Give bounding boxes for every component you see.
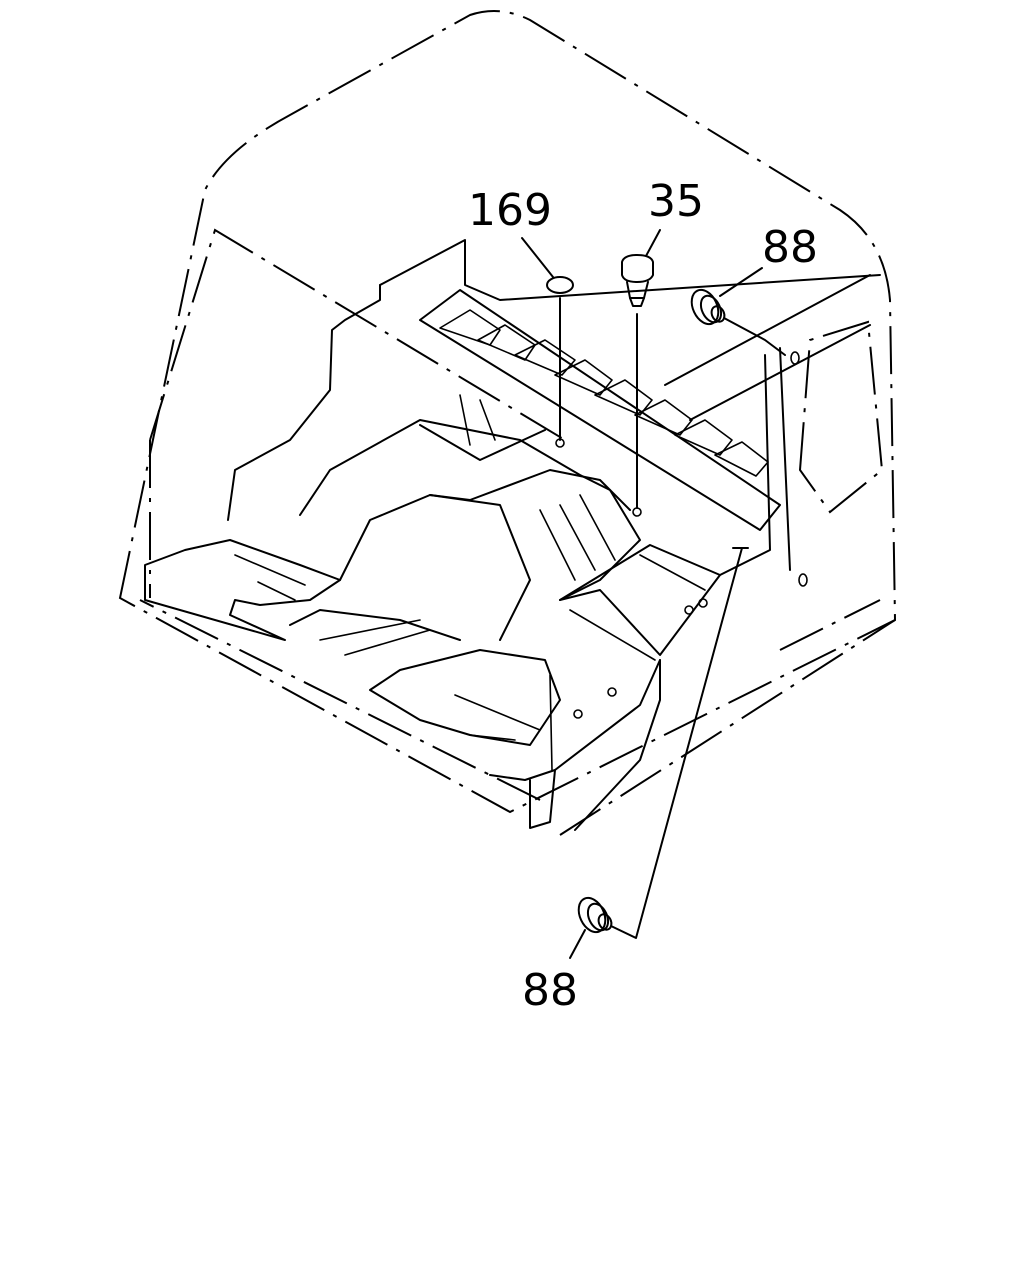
cab-outline <box>118 10 897 836</box>
clip-icon <box>546 276 574 294</box>
grommet-icon <box>577 896 613 934</box>
part-88-upper: 88 <box>690 222 818 356</box>
part-35: 35 <box>621 176 704 517</box>
leader-line-169-label <box>521 237 554 278</box>
callout-label-35: 35 <box>648 176 704 227</box>
grommet-icon <box>690 288 726 326</box>
leader-line-88-upper-label <box>719 267 763 297</box>
part-88-lower: 88 <box>522 547 749 1016</box>
leader-line-88-lower-label <box>569 929 586 959</box>
leader-line-35-label <box>645 229 661 257</box>
callout-label-169: 169 <box>468 185 552 236</box>
callout-label-88-lower: 88 <box>522 965 578 1016</box>
part-169: 169 <box>468 185 574 448</box>
callout-label-88-upper: 88 <box>762 222 818 273</box>
plug-icon <box>621 254 654 307</box>
floor-panel <box>144 239 881 831</box>
